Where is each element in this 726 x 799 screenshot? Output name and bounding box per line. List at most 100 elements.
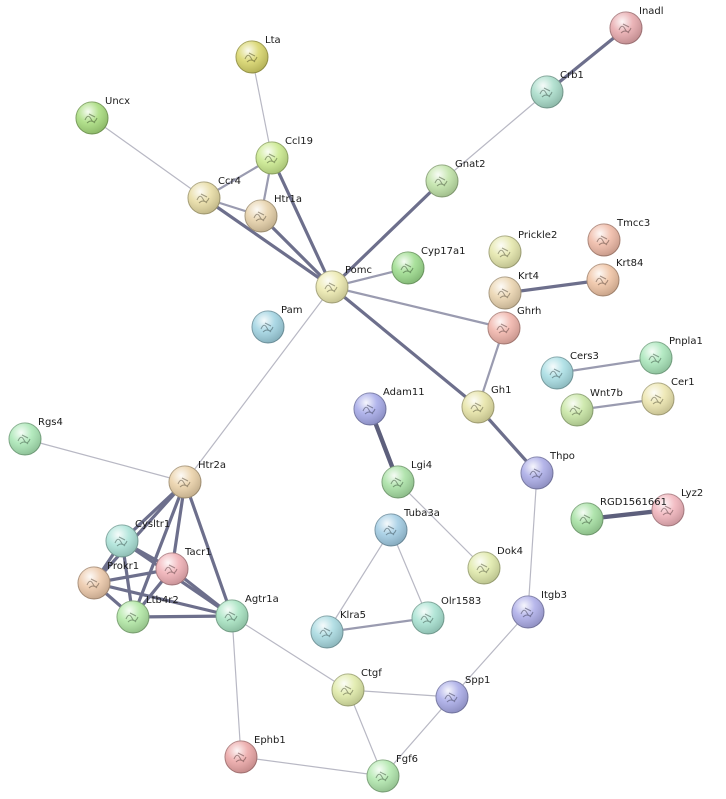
node-highlight (652, 494, 684, 526)
protein-structure-icon (390, 477, 404, 488)
node-highlight (571, 503, 603, 535)
edge-ephb1-fgf6 (240, 756, 384, 777)
node-label: Prickle2 (518, 230, 557, 241)
node-pomc[interactable]: Pomc (315, 265, 372, 304)
node-highlight (106, 525, 138, 557)
node-cers3[interactable]: Cers3 (540, 351, 599, 390)
edge-agtr1a-ctgf (231, 615, 349, 691)
edge-pomc-ghrh (330, 285, 506, 330)
node-label: Gnat2 (455, 159, 486, 170)
edge-htr1a-pomc (259, 214, 334, 289)
node-label: Lyz2 (681, 488, 703, 499)
node-pnpla1[interactable]: Pnpla1 (639, 336, 703, 375)
protein-structure-icon (340, 685, 354, 696)
node-tuba3a[interactable]: Tuba3a (374, 508, 440, 547)
node-highlight (426, 165, 458, 197)
node-htr1a[interactable]: Htr1a (244, 194, 302, 233)
node-htr2a[interactable]: Htr2a (168, 460, 226, 499)
node-label: Fgf6 (396, 754, 418, 765)
node-inadl[interactable]: Inadl (609, 6, 664, 45)
node-lyz2[interactable]: Lyz2 (651, 488, 703, 527)
node-krt84[interactable]: Krt84 (586, 258, 643, 297)
node-highlight (375, 514, 407, 546)
node-label: Inadl (639, 6, 664, 17)
node-gh1[interactable]: Gh1 (461, 385, 511, 424)
node-ccl19[interactable]: Ccl19 (255, 136, 313, 175)
node-highlight (512, 596, 544, 628)
node-pam[interactable]: Pam (251, 305, 302, 344)
node-highlight (367, 760, 399, 792)
node-tacr1[interactable]: Tacr1 (155, 547, 212, 586)
protein-structure-icon (434, 176, 448, 187)
node-label: Rgs4 (38, 417, 63, 428)
node-label: Cer1 (671, 377, 695, 388)
node-highlight (587, 264, 619, 296)
protein-structure-icon (497, 288, 511, 299)
node-label: Tmcc3 (616, 218, 650, 229)
edge-tuba3a-klra5 (326, 529, 392, 633)
node-label: Pam (281, 305, 302, 316)
node-label: Dok4 (497, 546, 523, 557)
edge-pomc-htr2a (184, 286, 333, 483)
node-adam11[interactable]: Adam11 (353, 387, 425, 426)
node-spp1[interactable]: Spp1 (435, 675, 490, 714)
protein-structure-icon (196, 193, 210, 204)
protein-structure-icon (17, 434, 31, 445)
node-highlight (236, 41, 268, 73)
node-rgs4[interactable]: Rgs4 (8, 417, 63, 456)
protein-structure-icon (233, 752, 247, 763)
node-tmcc3[interactable]: Tmcc3 (587, 218, 650, 257)
protein-structure-icon (260, 322, 274, 333)
edge-lgi4-dok4 (397, 481, 485, 569)
node-crb1[interactable]: Crb1 (530, 70, 584, 109)
protein-structure-icon (660, 505, 674, 516)
node-highlight (521, 457, 553, 489)
protein-structure-icon (375, 771, 389, 782)
node-thpo[interactable]: Thpo (520, 451, 575, 490)
node-cyp17a1[interactable]: Cyp17a1 (391, 246, 465, 285)
node-highlight (332, 674, 364, 706)
node-cysltr1[interactable]: Cysltr1 (105, 519, 170, 558)
protein-structure-icon (444, 692, 458, 703)
node-label: Ctgf (361, 668, 382, 679)
node-highlight (541, 357, 573, 389)
node-olr1583[interactable]: Olr1583 (411, 596, 481, 635)
node-highlight (316, 271, 348, 303)
node-itgb3[interactable]: Itgb3 (511, 590, 567, 629)
node-klra5[interactable]: Klra5 (310, 610, 366, 649)
node-lta[interactable]: Lta (235, 35, 281, 74)
node-prickle2[interactable]: Prickle2 (488, 230, 557, 269)
node-gnat2[interactable]: Gnat2 (425, 159, 486, 198)
node-highlight (468, 552, 500, 584)
node-uncx[interactable]: Uncx (75, 96, 130, 135)
node-label: Ghrh (517, 306, 541, 317)
node-rgd1561661[interactable]: RGD1561661 (570, 497, 667, 536)
node-cer1[interactable]: Cer1 (641, 377, 695, 416)
node-ghrh[interactable]: Ghrh (487, 306, 541, 345)
node-highlight (311, 616, 343, 648)
protein-structure-icon (86, 578, 100, 589)
node-label: Wnt7b (590, 388, 623, 399)
node-label: Olr1583 (441, 596, 481, 607)
node-ctgf[interactable]: Ctgf (331, 668, 382, 707)
node-wnt7b[interactable]: Wnt7b (560, 388, 623, 427)
node-highlight (216, 600, 248, 632)
node-label: Tacr1 (184, 547, 212, 558)
node-highlight (382, 466, 414, 498)
edge-lta-ccl19 (251, 56, 273, 159)
node-agtr1a[interactable]: Agtr1a (215, 594, 279, 633)
edge-ccr4-pomc (202, 196, 334, 289)
node-ccr4[interactable]: Ccr4 (187, 176, 241, 215)
protein-structure-icon (476, 563, 490, 574)
node-lgi4[interactable]: Lgi4 (381, 460, 432, 499)
node-ltb4r2[interactable]: Ltb4r2 (116, 595, 179, 634)
node-fgf6[interactable]: Fgf6 (366, 754, 418, 793)
node-prokr1[interactable]: Prokr1 (77, 561, 139, 600)
edge-thpo-itgb3 (527, 472, 538, 613)
node-ephb1[interactable]: Ephb1 (224, 735, 286, 774)
protein-structure-icon (324, 282, 338, 293)
protein-structure-icon (569, 405, 583, 416)
node-krt4[interactable]: Krt4 (488, 271, 539, 310)
protein-structure-icon (618, 23, 632, 34)
node-dok4[interactable]: Dok4 (467, 546, 523, 585)
